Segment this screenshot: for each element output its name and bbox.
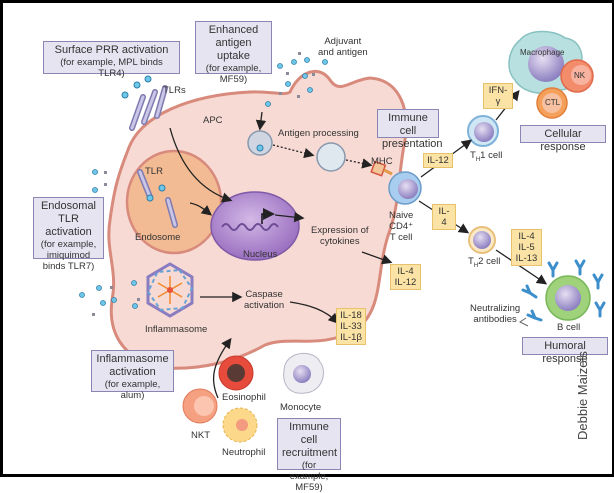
cellular-response-title: Cellular response xyxy=(540,128,586,153)
cytokine-il4-box: IL-4 xyxy=(432,204,456,230)
endosomal-line2: TLR activation xyxy=(45,213,92,238)
cytokine-il5: IL-5 xyxy=(518,242,535,253)
antibodies xyxy=(521,259,606,322)
endosomal-example3: binds TLR7) xyxy=(42,261,95,272)
inflammasome-act-line2: activation xyxy=(109,366,156,378)
recruitment-example2: MF59) xyxy=(295,482,323,493)
expression-line1: Expression of xyxy=(311,225,369,236)
neutralizing-line2: antibodies xyxy=(473,314,517,325)
tlr-label: TLR xyxy=(145,166,163,177)
surface-tlrs xyxy=(121,75,168,131)
mhc xyxy=(370,160,387,177)
surface-prr-example: (for example, MPL binds TLR4) xyxy=(60,57,163,79)
credit-label: Debbie Maizels xyxy=(575,351,590,440)
processing-vesicle xyxy=(316,142,346,172)
surface-prr-box: Surface PRR activation (for example, MPL… xyxy=(43,41,180,79)
inflammasome-label: Inflammasome xyxy=(145,324,208,335)
b-cell-label: B cell xyxy=(557,322,581,333)
enhanced-uptake-example1: (for example, xyxy=(205,63,262,74)
recruitment-line2: recruitment xyxy=(282,447,338,459)
humoral-response-box: Humoral response xyxy=(522,337,608,365)
adjuvant-label-line1: Adjuvant xyxy=(324,36,362,47)
endosomal-line1: Endosomal xyxy=(40,200,97,212)
naive-line3: T cell xyxy=(389,232,413,243)
endosome-label: Endosome xyxy=(135,232,181,243)
apc-label: APC xyxy=(203,115,223,126)
th1-sub: H xyxy=(475,156,481,163)
cytokine-il12-out: IL-12 xyxy=(394,277,417,288)
nkt-label: NKT xyxy=(191,430,210,441)
adjuvant-particles xyxy=(79,57,328,309)
cellular-response-box: Cellular response xyxy=(520,125,606,153)
presentation-line1: Immune cell xyxy=(388,112,428,137)
macrophage-label: Macrophage xyxy=(520,48,565,57)
th1-t: T xyxy=(470,150,476,161)
enhanced-uptake-box: Enhanced antigen uptake (for example, MF… xyxy=(195,21,272,85)
endosomal-example1: (for example, xyxy=(40,239,97,250)
immune-presentation-box: Immune cell presentation xyxy=(377,109,443,150)
immune-recruitment-box: Immune cell recruitment (for example, MF… xyxy=(277,418,341,493)
cytokine-il4: IL-4 xyxy=(518,231,535,242)
th2-sub: H xyxy=(473,262,479,269)
mhc-label: MHC xyxy=(371,156,393,167)
eosinophil-label: Eosinophil xyxy=(222,392,266,403)
endocytic-vesicle xyxy=(247,130,273,156)
neutralizing-line1: Neutralizing xyxy=(470,303,521,314)
adjuvant-label-line2: and antigen xyxy=(318,47,368,58)
nk-label: NK xyxy=(574,71,586,80)
caspase-line1: Caspase xyxy=(245,289,283,300)
enhanced-uptake-example2: MF59) xyxy=(219,74,248,85)
naive-t-cell-label: Naive CD4⁺ T cell xyxy=(389,210,413,243)
cytokine-il12-box: IL-12 xyxy=(423,153,453,168)
ctl-label: CTL xyxy=(545,98,561,107)
nucleus-label: Nucleus xyxy=(243,249,278,260)
naive-line2: CD4⁺ xyxy=(389,221,414,232)
humoral-response-title: Humoral response xyxy=(542,340,588,365)
antigen-processing-label: Antigen processing xyxy=(278,128,359,139)
cytokine-expression-box: IL-4 IL-12 xyxy=(390,264,421,290)
inflammasome xyxy=(146,262,194,318)
cytokine-th2-box: IL-4 IL-5 IL-13 xyxy=(511,229,542,266)
th1-cell-label: TH1 cell xyxy=(470,150,502,166)
cytokine-il18: IL-18 xyxy=(340,310,362,321)
cytokine-il4-out: IL-4 xyxy=(397,266,414,277)
inflammasome-act-example: (for example, alum) xyxy=(104,379,161,401)
th2-cell-label: TH2 cell xyxy=(468,256,500,272)
enhanced-uptake-line1: Enhanced xyxy=(208,24,259,36)
surface-prr-title: Surface PRR activation xyxy=(54,44,169,56)
inflammasome-activation-box: Inflammasome activation (for example, al… xyxy=(91,350,174,401)
caspase-line2: activation xyxy=(244,300,285,311)
adjuvant-label: Adjuvant and antigen xyxy=(318,36,368,58)
recruitment-example1: (for example, xyxy=(289,460,329,482)
inflammasome-act-line1: Inflammasome xyxy=(96,353,169,365)
endosomal-example2: imiquimod xyxy=(46,250,91,261)
th2-t: T xyxy=(468,256,474,267)
neutralizing-antibodies-label: Neutralizing antibodies xyxy=(470,303,520,325)
tlrs-label: TLRs xyxy=(163,85,186,96)
monocyte-label: Monocyte xyxy=(280,402,322,413)
endosomal-tlr-box: Endosomal TLR activation (for example, i… xyxy=(33,197,104,272)
neutrophil-label: Neutrophil xyxy=(222,447,266,458)
presentation-line2: presentation xyxy=(382,138,443,150)
caspase-label: Caspase activation xyxy=(244,289,284,311)
th1-rest: 1 cell xyxy=(480,150,503,161)
recruitment-line1: Immune cell xyxy=(289,421,329,446)
cytokine-ifng-box: IFN-γ xyxy=(483,83,513,109)
enhanced-uptake-line2: antigen uptake xyxy=(215,37,252,62)
cytokine-il13: IL-13 xyxy=(515,253,538,264)
cytokine-il33: IL-33 xyxy=(340,321,362,332)
expression-label: Expression of cytokines xyxy=(311,225,369,247)
th2-rest: 2 cell xyxy=(478,256,501,267)
cytokine-caspase-box: IL-18 IL-33 IL-1β xyxy=(336,308,366,345)
expression-line2: cytokines xyxy=(319,236,360,247)
naive-line1: Naive xyxy=(389,210,414,221)
cytokine-il1b: IL-1β xyxy=(340,332,362,343)
